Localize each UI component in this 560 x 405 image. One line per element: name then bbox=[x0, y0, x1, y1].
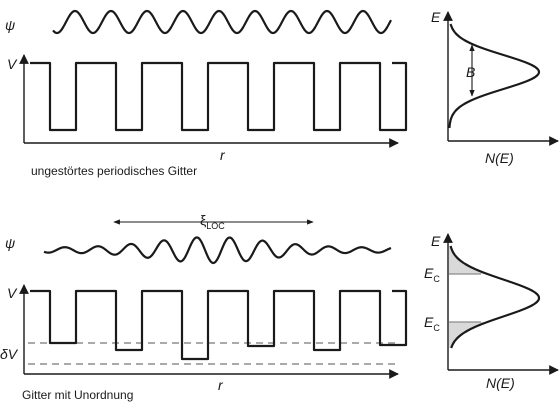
bottom-v-label: V bbox=[7, 285, 18, 301]
top-lattice-panel: ψ V r ungestörtes periodisches Gitter bbox=[5, 9, 408, 178]
bottom-psi-label: ψ bbox=[5, 235, 15, 251]
top-wavefunction-curve bbox=[52, 9, 392, 35]
top-dos-band-curve bbox=[448, 23, 541, 129]
mobility-edge-lower-label: EC bbox=[424, 314, 440, 333]
upper-localized-tail-fill bbox=[449, 246, 488, 274]
bottom-caption: Gitter mit Unordnung bbox=[22, 388, 133, 402]
bottom-dos-panel: E N(E) EC EC bbox=[424, 233, 559, 391]
top-bandwidth-label: B bbox=[466, 64, 475, 80]
bottom-dos-e-label: E bbox=[431, 233, 441, 249]
top-dos-e-label: E bbox=[431, 9, 441, 25]
mobility-edge-upper-label: EC bbox=[424, 265, 440, 284]
localization-length-label: ξLOC bbox=[200, 212, 225, 231]
bottom-lattice-panel: ψ V δV r Gitter mit Unordnung ξLOC bbox=[0, 212, 408, 402]
bottom-localized-wavefunction bbox=[43, 236, 392, 265]
bottom-r-label: r bbox=[218, 377, 224, 393]
top-periodic-potential bbox=[30, 61, 408, 132]
top-v-label: V bbox=[7, 56, 18, 72]
top-psi-label: ψ bbox=[5, 17, 15, 33]
top-dos-panel: E N(E) B bbox=[431, 9, 559, 166]
top-caption: ungestörtes periodisches Gitter bbox=[31, 164, 197, 178]
lower-localized-tail-fill bbox=[449, 322, 488, 348]
bottom-disordered-potential bbox=[30, 289, 408, 361]
top-dos-n-label: N(E) bbox=[485, 150, 514, 166]
bottom-dos-n-label: N(E) bbox=[486, 375, 515, 391]
top-r-label: r bbox=[220, 147, 226, 163]
bottom-dos-band-curve bbox=[449, 245, 541, 349]
bottom-dv-label: δV bbox=[0, 346, 19, 362]
